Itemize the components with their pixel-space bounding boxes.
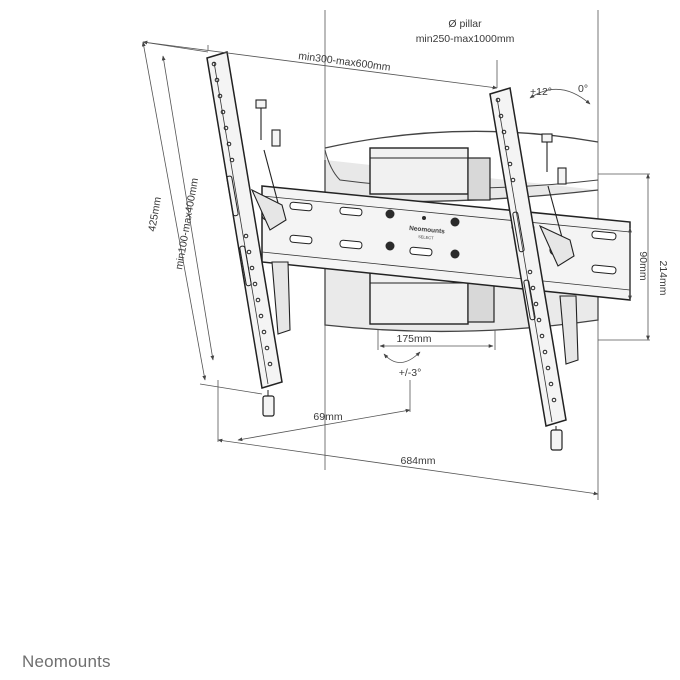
swivel-label: +/-3° (399, 367, 422, 379)
depth-label: 69mm (313, 411, 342, 423)
plate-brand-label: Neomounts (409, 225, 446, 235)
panel-height-label: 425mm (146, 196, 164, 233)
vesa-width-label: min300-max600mm (298, 50, 392, 74)
plate-height-label: 214mm (657, 260, 669, 295)
tilt-up-label: +12° (530, 86, 552, 98)
strap-width-label: 175mm (396, 333, 431, 345)
upper-clamp-block (369, 147, 491, 201)
vesa-height-label: min100-max400mm (173, 177, 201, 271)
pillar-label: Ø pillar (448, 18, 482, 30)
pillar-range-label: min250-max1000mm (416, 33, 515, 45)
total-width-label: 684mm (400, 455, 435, 467)
footer-brand-logo: Neomounts (22, 652, 111, 671)
lower-clamp-block (369, 271, 495, 325)
dimension-lines (141, 40, 650, 496)
plate-brand-sub-label: SELECT (418, 234, 435, 241)
plate-inner-label: 90mm (637, 251, 649, 280)
tilt-zero-label: 0° (578, 83, 588, 95)
